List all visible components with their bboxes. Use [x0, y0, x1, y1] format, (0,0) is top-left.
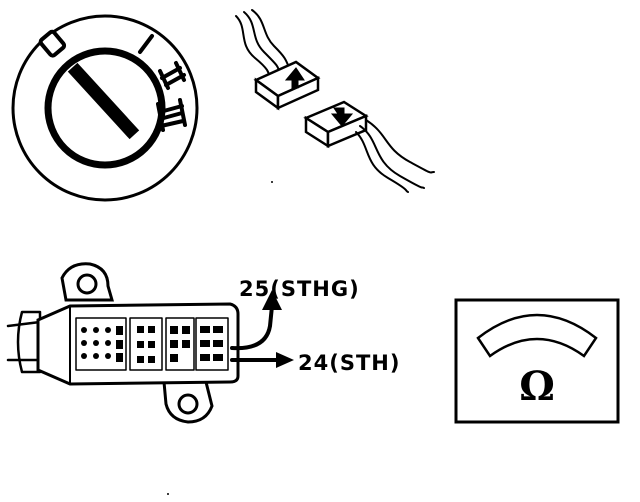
arrow-25-icon: [262, 290, 282, 310]
upper-plug: [253, 60, 321, 111]
position-marker-0: [38, 29, 67, 58]
arrow-24-icon: [276, 352, 294, 368]
ohmmeter: Ω: [454, 298, 620, 424]
lead-25: [230, 304, 274, 351]
label-terminal-25: 25(STHG): [239, 277, 360, 301]
key-slot: [67, 62, 140, 140]
position-marker-2: [158, 61, 186, 90]
label-terminal-24: 24(STH): [298, 351, 400, 375]
terminal-pins: [81, 326, 223, 363]
arrow-down-icon: [330, 107, 354, 127]
arrow-up-icon: [284, 67, 305, 89]
position-marker-3: [156, 98, 187, 132]
top-mount-hole: [76, 273, 98, 295]
switch-connector-body: [6, 262, 294, 424]
bottom-mount-hole: [177, 393, 199, 415]
ignition-switch: [11, 14, 199, 202]
ohm-symbol-icon: Ω: [519, 363, 555, 410]
meter-scale-arc: [476, 313, 598, 358]
lower-plug: [303, 100, 369, 149]
position-marker-1: [138, 34, 154, 54]
connector-plugs: [235, 9, 435, 193]
